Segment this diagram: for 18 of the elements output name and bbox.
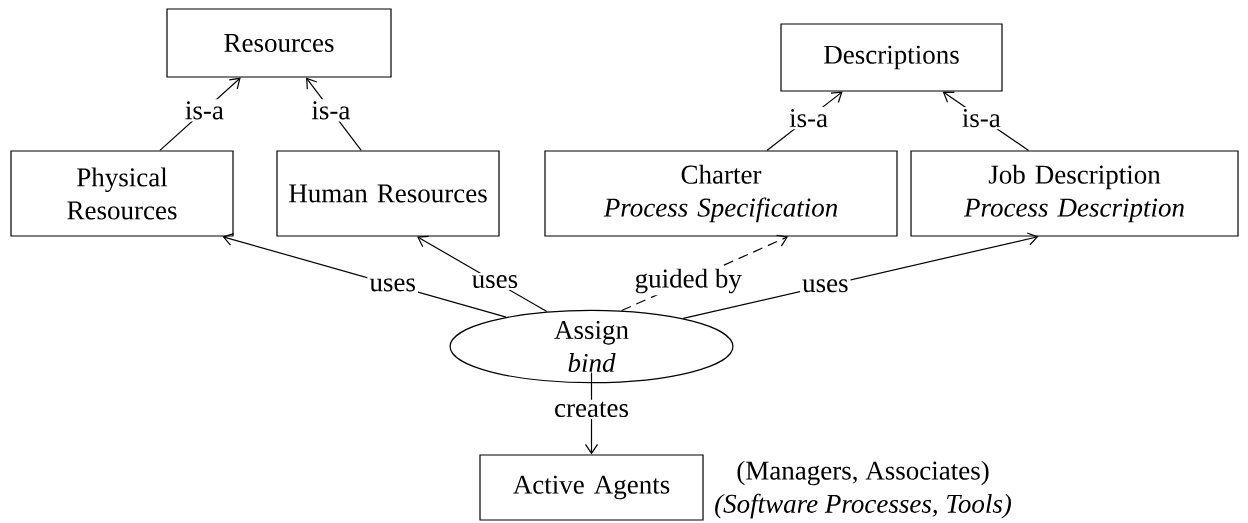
edge-label: is-a [787,107,831,130]
edge-label: uses [367,276,418,294]
process-box: Human Resources [276,150,500,237]
edge-label: is-a [309,99,353,122]
process-box: Charter Process Specification [544,150,898,237]
note-text: (Software Processes, Tools) [715,493,1012,519]
edge-label: is-a [959,107,1003,130]
edge-label: is-a [182,99,226,122]
process-box: Resources [166,8,392,78]
note-text: (Managers, Associates) [737,460,989,486]
process-box: Physical Resources [10,150,234,237]
process-box: Descriptions [780,23,1003,92]
process-box: Job Description Process Description [910,150,1239,237]
edge-label: guided by [632,266,744,296]
process-box: Active Agents [479,454,704,521]
edge-label: uses [800,277,851,295]
edge-label: uses [469,273,521,291]
edge-label: creates [552,399,631,420]
